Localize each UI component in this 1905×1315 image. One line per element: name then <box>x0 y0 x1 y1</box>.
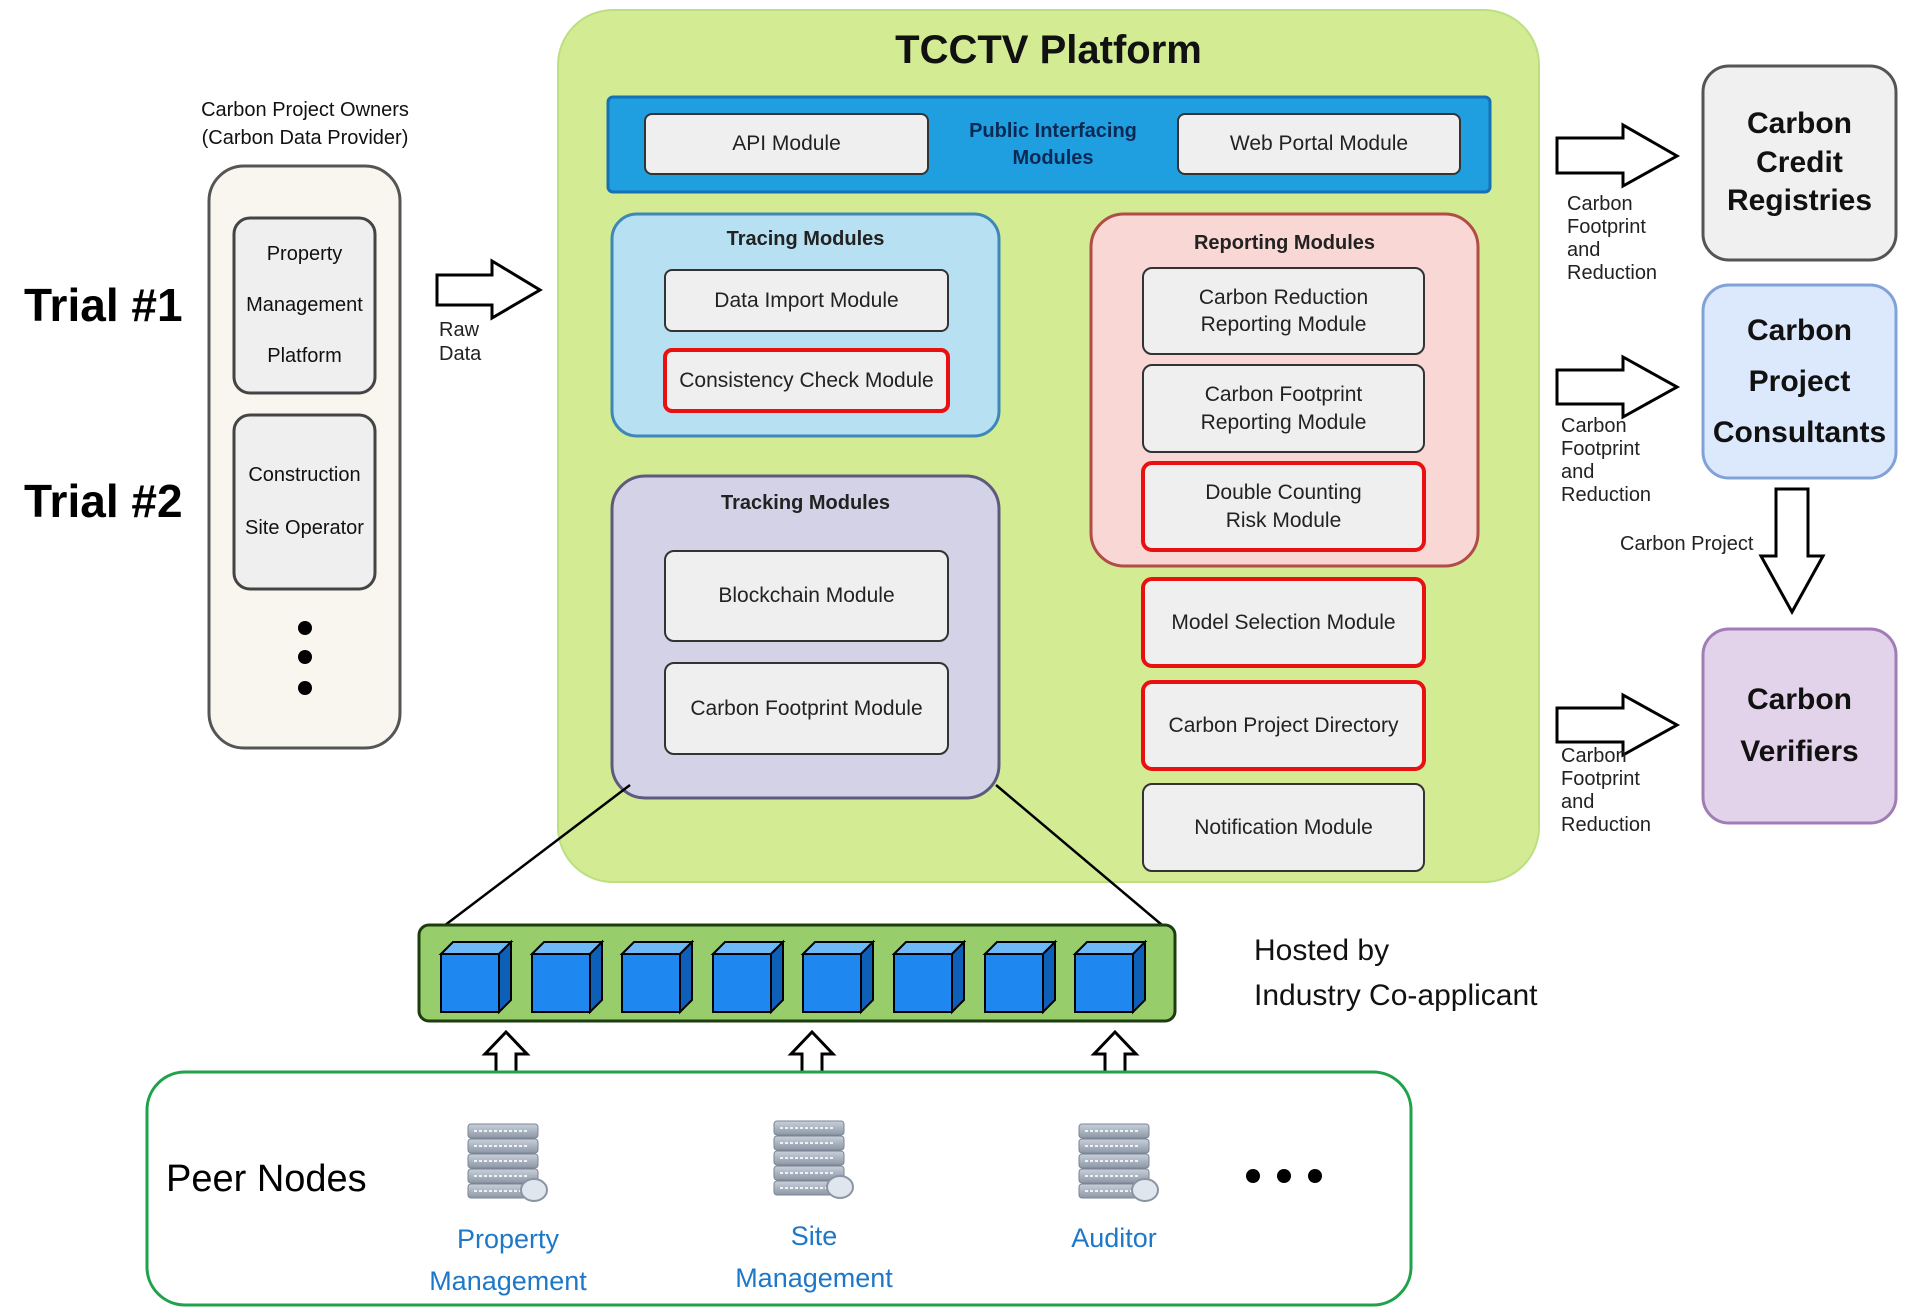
registries-arrow <box>1555 122 1681 189</box>
block-cubes <box>438 939 1148 1015</box>
model-selection-module-box <box>1141 577 1426 668</box>
verifiers-arrow-label: Carbon Footprint and Reduction <box>1561 745 1652 836</box>
property-management-platform: Property Management Platform <box>246 243 363 367</box>
block-cube <box>982 939 1058 1015</box>
web-portal-module: Web Portal Module <box>1229 132 1409 156</box>
reporting-modules-title: Reporting Modules <box>1193 231 1376 254</box>
block-cube <box>1072 939 1148 1015</box>
block-cube <box>710 939 786 1015</box>
carbon-project-consultants: Carbon Project Consultants <box>1712 314 1887 449</box>
raw-data-label: Raw Data <box>439 319 482 365</box>
consultants-arrow <box>1555 354 1681 420</box>
carbon-reduction-reporting-module: Carbon Reduction Reporting Module <box>1198 285 1369 336</box>
consultants-arrow-label: Carbon Footprint and Reduction <box>1561 415 1652 506</box>
peer-nodes-title: Peer Nodes <box>166 1158 367 1200</box>
data-import-module-box <box>664 269 949 332</box>
owners-title: Carbon Project Owners (Carbon Data Provi… <box>201 99 409 149</box>
carbon-project-directory: Carbon Project Directory <box>1168 713 1399 737</box>
block-cube <box>438 939 514 1015</box>
carbon-project-directory-box <box>1141 680 1426 771</box>
double-counting-risk-box <box>1141 461 1426 552</box>
notification-module: Notification Module <box>1194 815 1373 839</box>
block-cube <box>891 939 967 1015</box>
api-module: API Module <box>732 132 841 156</box>
web-portal-module-box <box>1177 113 1461 175</box>
peer-node-auditor: Auditor <box>1071 1222 1157 1253</box>
property-management-platform-box <box>232 216 377 395</box>
block-cube <box>800 939 876 1015</box>
owners-ellipsis-dot <box>298 621 312 635</box>
carbon-reduction-reporting-box <box>1142 267 1425 355</box>
peer-ellipsis-dot <box>1308 1169 1322 1183</box>
carbon-footprint-module: Carbon Footprint Module <box>690 696 923 720</box>
verifiers-arrow <box>1555 692 1681 758</box>
server-icon <box>467 1123 548 1202</box>
carbon-footprint-reporting-box <box>1142 364 1425 453</box>
public-interfacing-title: Public Interfacing Modules <box>969 120 1137 169</box>
carbon-credit-registries: Carbon Credit Registries <box>1726 107 1873 218</box>
consistency-check-module: Consistency Check Module <box>679 368 934 392</box>
peer-ellipsis-dot <box>1277 1169 1291 1183</box>
construction-site-operator-box <box>232 413 377 591</box>
block-cube <box>529 939 605 1015</box>
registries-arrow-label: Carbon Footprint and Reduction <box>1567 193 1658 284</box>
hosted-by-label: Hosted by Industry Co-applicant <box>1254 934 1538 1012</box>
carbon-project-consultants-box <box>1701 283 1898 480</box>
consistency-check-module-box <box>663 348 950 413</box>
tracing-modules-title: Tracing Modules <box>726 227 885 250</box>
trial-2-label: Trial #2 <box>24 475 183 527</box>
data-import-module: Data Import Module <box>714 288 899 312</box>
construction-site-operator: Construction Site Operator <box>245 464 364 539</box>
server-icon <box>1078 1123 1159 1202</box>
notification-module-box <box>1142 783 1425 872</box>
api-module-box <box>644 113 929 175</box>
owners-ellipsis-dot <box>298 681 312 695</box>
server-icon <box>773 1120 854 1199</box>
raw-data-arrow <box>435 258 543 321</box>
blockchain-module-box <box>664 550 949 642</box>
chain-connector-left <box>431 784 631 936</box>
double-counting-risk-module: Double Counting Risk Module <box>1205 481 1362 532</box>
model-selection-module: Model Selection Module <box>1171 610 1396 634</box>
platform-title: TCCTV Platform <box>895 27 1202 72</box>
trial-1-label: Trial #1 <box>24 279 183 331</box>
blockchain-module: Blockchain Module <box>718 584 895 608</box>
peer-ellipsis-dot <box>1246 1169 1260 1183</box>
carbon-footprint-reporting-module: Carbon Footprint Reporting Module <box>1200 383 1367 434</box>
carbon-verifiers-box <box>1701 627 1898 825</box>
carbon-verifiers: Carbon Verifiers <box>1740 682 1859 769</box>
carbon-credit-registries-box <box>1701 64 1898 262</box>
owners-ellipsis-dot <box>298 650 312 664</box>
tracking-modules-title: Tracking Modules <box>721 491 890 514</box>
carbon-project-label: Carbon Project <box>1620 533 1754 555</box>
peer-node-property-management: Property Management <box>429 1224 587 1296</box>
carbon-footprint-module-box <box>664 662 949 755</box>
peer-node-site-management: Site Management <box>735 1221 893 1293</box>
chain-connector-right <box>995 784 1163 926</box>
consultants-to-verifiers-arrow <box>1758 487 1826 616</box>
block-cube <box>619 939 695 1015</box>
